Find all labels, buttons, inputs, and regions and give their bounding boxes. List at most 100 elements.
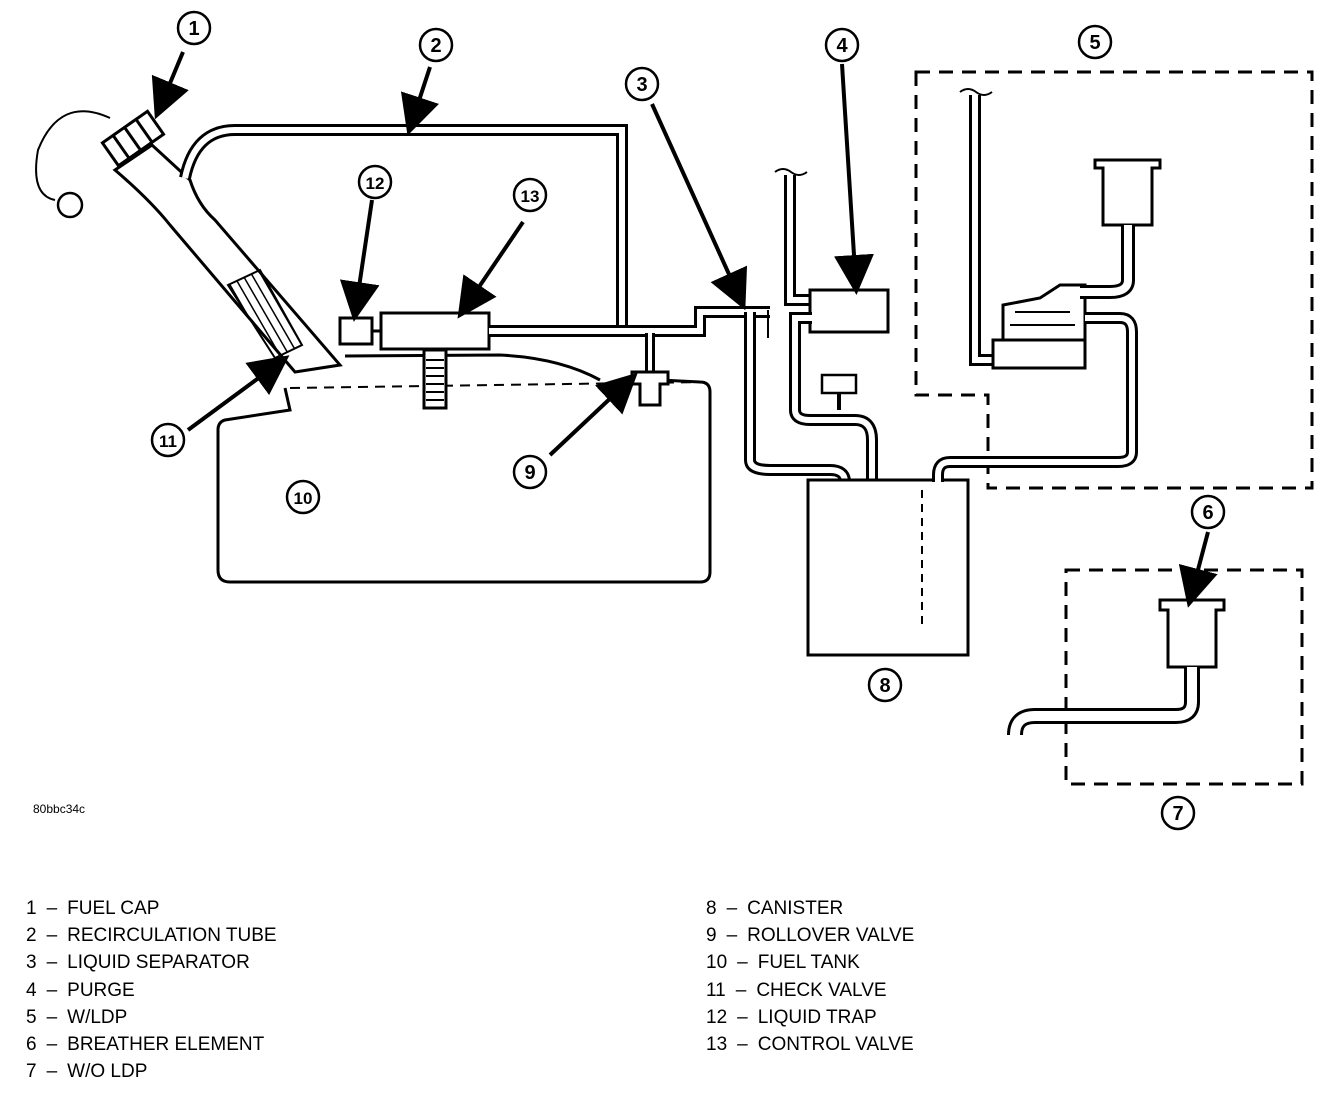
legend-dash: – — [46, 925, 58, 947]
fuel-cap — [100, 109, 166, 168]
control-valve — [379, 311, 491, 351]
purge-to-canister — [789, 312, 878, 482]
legend-number: 6 — [26, 1034, 37, 1056]
legend-number: 1 — [26, 898, 37, 919]
purge-line-top — [784, 175, 812, 306]
legend-number: 5 — [26, 1006, 37, 1028]
arrow-4 — [834, 63, 874, 295]
legend-dash: – — [46, 979, 58, 1001]
filler-neck — [112, 143, 343, 374]
tether-ring — [56, 191, 84, 219]
purge-connector — [820, 373, 858, 395]
legend-dash: – — [737, 952, 748, 974]
callout-9: 9 — [512, 454, 548, 490]
legend-dash: – — [737, 1006, 748, 1028]
callout-label: 11 — [159, 432, 177, 451]
legend-number: 7 — [26, 1061, 37, 1083]
arrow-9 — [548, 372, 638, 457]
legend-item: 2–RECIRCULATION TUBE — [26, 922, 277, 949]
arrow-2 — [400, 66, 439, 136]
liquid-trap — [338, 316, 374, 346]
legend-dash: – — [46, 1006, 58, 1028]
legend-label: CHECK VALVE — [756, 979, 887, 1001]
legend-number: 8 — [706, 898, 717, 919]
callout-8: 8 — [867, 667, 903, 703]
callout-5: 5 — [1077, 24, 1113, 60]
canister — [806, 478, 970, 657]
legend-label: RECIRCULATION TUBE — [67, 925, 277, 947]
callout-label: 6 — [1202, 502, 1213, 524]
arrow-12 — [339, 199, 380, 322]
arrow-6 — [1178, 531, 1218, 608]
legend-label: CONTROL VALVE — [757, 1034, 914, 1056]
legend-dash: – — [735, 979, 747, 1001]
legend-label: FUEL TANK — [757, 952, 860, 974]
callout-4: 4 — [824, 27, 860, 63]
legend-dash: – — [46, 898, 58, 919]
callout-label: 5 — [1089, 32, 1100, 54]
legend-number: 11 — [706, 979, 726, 1001]
wldp-boundary — [914, 70, 1314, 490]
callout-label: 4 — [836, 35, 848, 57]
legend-dash: – — [737, 1034, 748, 1056]
callout-arrows — [151, 51, 1218, 608]
legend-item: 13–CONTROL VALVE — [706, 1031, 914, 1058]
legend-item: 1–FUEL CAP — [26, 895, 277, 922]
callout-label: 10 — [294, 489, 313, 508]
legend-label: FUEL CAP — [67, 898, 160, 919]
legend-dash: – — [46, 1034, 58, 1056]
legend-item: 7–W/O LDP — [26, 1058, 277, 1085]
callout-11: 11 — [150, 422, 186, 458]
breather-tube-ldp — [1080, 225, 1135, 299]
legend-label: CANISTER — [747, 898, 844, 919]
legend-item: 10–FUEL TANK — [706, 949, 914, 976]
arrow-11 — [186, 355, 290, 432]
callout-12: 12 — [357, 164, 393, 200]
callout-6: 6 — [1190, 494, 1226, 530]
breather-element — [1158, 598, 1226, 669]
legend-item: 8–CANISTER — [706, 895, 914, 922]
legend-number: 9 — [706, 925, 717, 947]
callout-label: 13 — [521, 187, 540, 206]
legend-dash: – — [726, 898, 738, 919]
arrow-3 — [650, 103, 748, 311]
callout-label: 8 — [879, 675, 890, 697]
legend-item: 6–BREATHER ELEMENT — [26, 1031, 277, 1058]
legend-item: 5–W/LDP — [26, 1004, 277, 1031]
ldp-vacuum-line — [969, 95, 1000, 366]
legend-item: 3–LIQUID SEPARATOR — [26, 949, 277, 976]
fuel-cap-tether — [35, 110, 111, 201]
callout-2: 2 — [418, 27, 454, 63]
callout-label: 3 — [636, 74, 647, 96]
fuel-tank — [216, 353, 712, 584]
legend-label: PURGE — [67, 979, 135, 1001]
legend-number: 4 — [26, 979, 37, 1001]
legend-item: 4–PURGE — [26, 977, 277, 1004]
breather-tube — [1007, 667, 1200, 736]
legend-number: 12 — [706, 1006, 728, 1028]
leak-detection-pump — [991, 283, 1087, 370]
legend-label: ROLLOVER VALVE — [747, 925, 915, 947]
arrow-1 — [151, 51, 189, 120]
legend-item: 9–ROLLOVER VALVE — [706, 922, 914, 949]
legend-dash: – — [46, 952, 58, 974]
callout-label: 2 — [430, 35, 441, 57]
legend-item: 12–LIQUID TRAP — [706, 1004, 914, 1031]
legend-number: 2 — [26, 925, 37, 947]
legend-number: 3 — [26, 952, 37, 974]
legend-item: 11–CHECK VALVE — [706, 977, 914, 1004]
legend-number: 13 — [706, 1034, 728, 1056]
check-valve-hatch — [226, 268, 304, 360]
spring-coils — [426, 359, 444, 401]
arrow-13 — [457, 220, 525, 319]
purge-solenoid — [808, 288, 890, 334]
control-valve-spring — [422, 348, 448, 410]
callout-3: 3 — [624, 66, 660, 102]
callout-1: 1 — [176, 10, 212, 46]
rollover-valve — [630, 370, 670, 407]
legend-label: W/O LDP — [67, 1061, 148, 1083]
